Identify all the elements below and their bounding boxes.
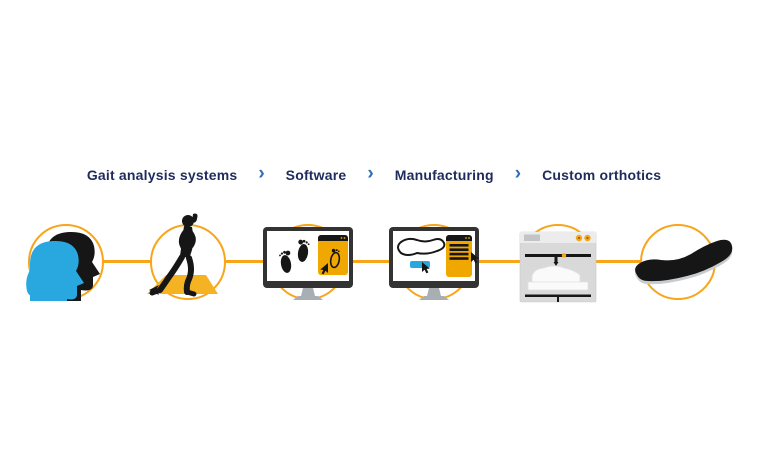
foot-outline bbox=[329, 248, 341, 269]
milling-spindle bbox=[554, 254, 558, 262]
chevron-right-icon: › bbox=[367, 163, 374, 184]
scan-app-window bbox=[318, 235, 348, 275]
monitor-stand bbox=[301, 288, 315, 296]
patient-head-silhouette bbox=[30, 240, 84, 301]
walking-person-silhouette bbox=[149, 213, 198, 297]
milled-material-block bbox=[531, 265, 581, 283]
step-label-custom-orthotics: Custom orthotics bbox=[542, 167, 662, 183]
machine-button bbox=[584, 234, 591, 242]
machine-platform bbox=[527, 281, 589, 291]
cursor-icon bbox=[320, 263, 328, 275]
chevron-right-icon: › bbox=[258, 163, 265, 184]
insole-body bbox=[635, 239, 733, 282]
two-heads-icon bbox=[26, 231, 100, 301]
process-connector-line bbox=[66, 260, 678, 263]
right-footprint bbox=[297, 239, 310, 262]
bottom-rail-tick bbox=[557, 297, 559, 302]
step-label-gait-analysis: Gait analysis systems bbox=[86, 167, 238, 183]
orthotic-insole-icon bbox=[635, 239, 733, 285]
left-footprint bbox=[279, 250, 292, 273]
machine-bottom-rail bbox=[525, 294, 591, 297]
machine-button bbox=[575, 234, 583, 242]
step-label-manufacturing: Manufacturing bbox=[394, 167, 494, 183]
monitor-base bbox=[293, 296, 323, 300]
document-panel bbox=[446, 235, 472, 277]
machine-rail bbox=[525, 254, 591, 257]
chevron-right-icon: › bbox=[514, 163, 522, 184]
cursor-icon bbox=[471, 252, 479, 264]
monitor-stand bbox=[427, 288, 441, 296]
milling-bit bbox=[553, 262, 559, 266]
monitor-footprint-scan-icon bbox=[263, 227, 353, 300]
person-walking-on-mat-icon bbox=[147, 213, 218, 297]
monitor-base bbox=[419, 296, 449, 300]
machine-display bbox=[524, 234, 540, 241]
cursor-icon bbox=[422, 262, 430, 274]
monitor-insole-design-icon bbox=[389, 227, 479, 300]
step-label-software: Software bbox=[285, 167, 347, 183]
rail-indicator-dot bbox=[561, 253, 567, 258]
insole-outline-drawing bbox=[397, 237, 446, 256]
machine-top-bar bbox=[520, 232, 596, 243]
milling-machine-icon bbox=[519, 231, 597, 303]
breadcrumb: Gait analysis systems › Software › Manuf… bbox=[86, 163, 662, 184]
